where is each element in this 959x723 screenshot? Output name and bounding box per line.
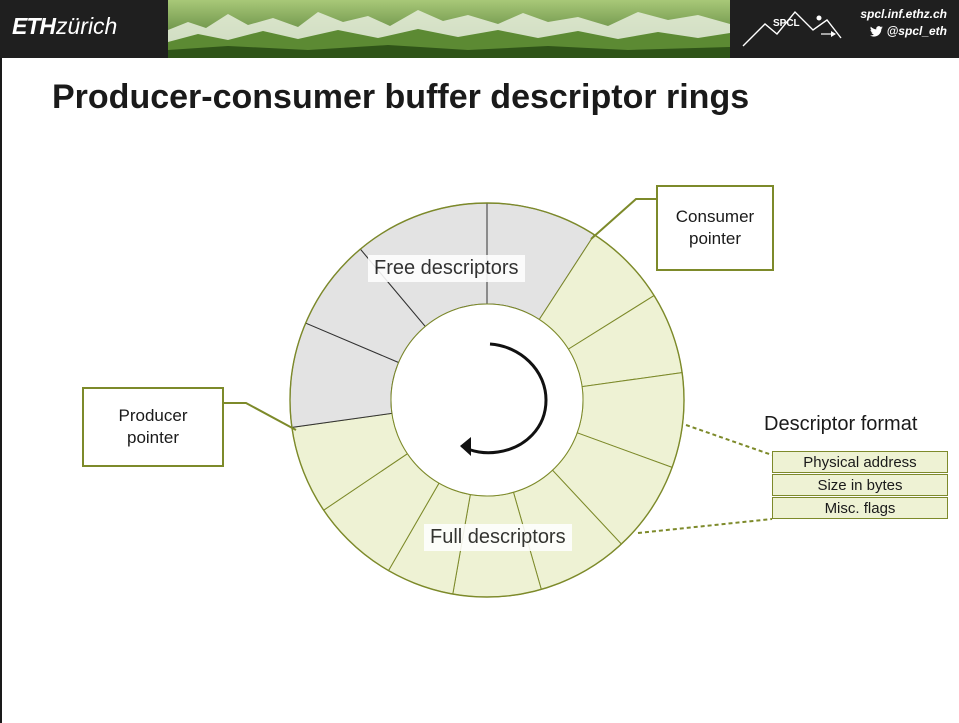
field-misc-flags: Misc. flags (772, 497, 948, 519)
producer-pointer-box: Producer pointer (82, 387, 224, 467)
slide-title: Producer-consumer buffer descriptor ring… (52, 78, 750, 116)
field-size-in-bytes: Size in bytes (772, 474, 948, 496)
consumer-pointer-line (590, 198, 656, 240)
ring-hub (390, 303, 584, 497)
rotation-arrow-icon (460, 342, 548, 456)
full-descriptors-label: Full descriptors (424, 524, 572, 551)
eth-zurich-logo: ETHzürich (12, 13, 117, 40)
producer-pointer-line (224, 402, 297, 431)
field-physical-address: Physical address (772, 451, 948, 473)
format-connector-top (685, 424, 773, 456)
consumer-label-line1: Consumer (675, 207, 755, 226)
consumer-pointer-box: Consumer pointer (656, 185, 774, 271)
producer-label-line2: pointer (127, 428, 179, 447)
svg-text:SPCL: SPCL (773, 18, 800, 29)
spcl-mountain-logo: SPCL (742, 10, 842, 47)
alpine-panorama-banner (168, 0, 730, 58)
header-bar: ETHzürich SPCL spcl.inf.ethz.ch (0, 0, 959, 58)
left-border (0, 58, 2, 723)
logo-eth-text: ETH (12, 13, 56, 39)
twitter-handle: @spcl_eth (886, 24, 947, 38)
logo-city-text: zürich (56, 13, 118, 39)
consumer-label-line2: pointer (689, 229, 741, 248)
free-descriptors-label: Free descriptors (368, 255, 525, 282)
producer-label-line1: Producer (118, 406, 188, 425)
social-links: spcl.inf.ethz.ch @spcl_eth (860, 6, 947, 42)
descriptor-format-title: Descriptor format (764, 413, 918, 435)
twitter-handle-row[interactable]: @spcl_eth (869, 23, 947, 40)
site-link[interactable]: spcl.inf.ethz.ch (860, 7, 947, 21)
twitter-bird-icon (869, 26, 883, 37)
format-connector-bottom (637, 518, 773, 534)
ring-outer-edge (289, 202, 685, 598)
